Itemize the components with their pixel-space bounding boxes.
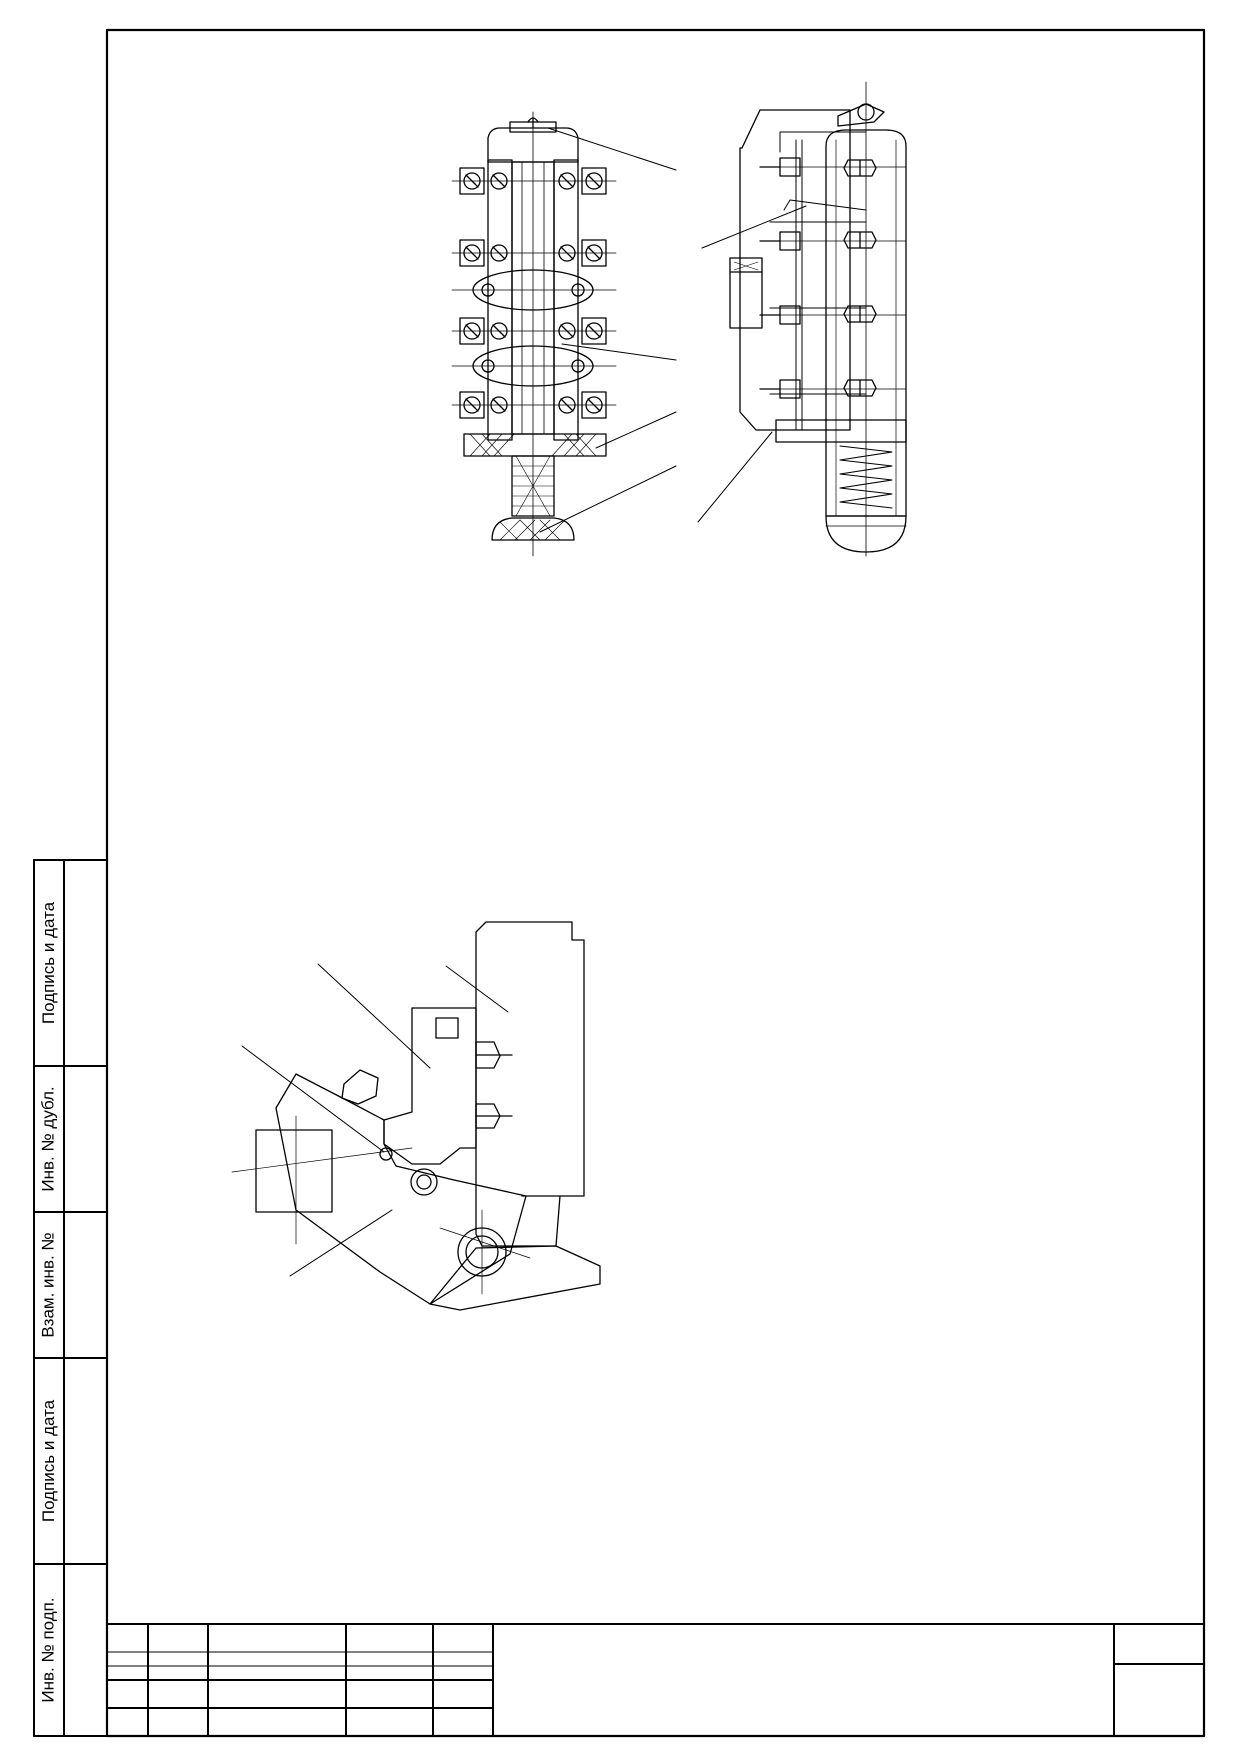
stamp-field-duplicate-inv: Инв. № дубл. — [34, 1066, 64, 1212]
stamp-label: Инв. № дубл. — [39, 1086, 58, 1192]
title-block — [106, 1623, 1205, 1737]
switch-side-view — [697, 81, 907, 557]
stamp-label: Инв. № подп. — [39, 1597, 58, 1703]
stamp-field-replace-inv: Взам. инв. № — [34, 1212, 64, 1358]
switch-front-view — [451, 111, 677, 557]
lever-mechanism — [231, 921, 601, 1311]
stamp-label: Подпись и дата — [39, 901, 58, 1025]
stamp-field-signature-date-1: Подпись и дата — [34, 860, 64, 1066]
stamp-field-signature-date-2: Подпись и дата — [34, 1358, 64, 1564]
stamp-field-original-inv: Инв. № подп. — [34, 1564, 64, 1736]
stamp-label: Подпись и дата — [39, 1399, 58, 1523]
stamp-label: Взам. инв. № — [39, 1232, 59, 1338]
sheet-frame — [105, 28, 1206, 1738]
side-stamp-grid — [33, 859, 108, 1737]
